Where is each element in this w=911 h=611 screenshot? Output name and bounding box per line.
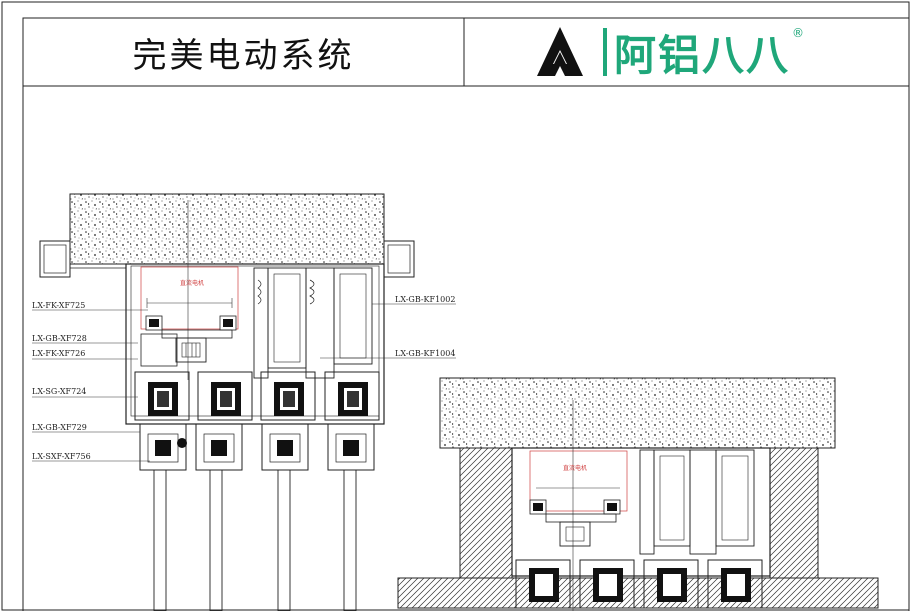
left-concrete-slab bbox=[69, 193, 385, 265]
title-block bbox=[22, 17, 910, 87]
right-motor-box bbox=[529, 450, 628, 512]
title-cell: 完美电动系统 bbox=[23, 18, 464, 86]
brand-name: 阿铝八八 bbox=[614, 30, 791, 80]
page-title: 完美电动系统 bbox=[132, 35, 355, 76]
right-wall-right bbox=[769, 447, 819, 581]
right-section-drawing bbox=[397, 377, 879, 611]
left-roller-row bbox=[134, 371, 380, 421]
brand-logo: 阿铝八八 ® bbox=[614, 22, 804, 83]
callout-lx-sg-xf724: LX-SG-XF724 bbox=[32, 387, 86, 396]
brand-cell: 阿铝八八 ® bbox=[614, 18, 854, 86]
brand-logo-mark bbox=[537, 27, 607, 76]
left-sash-row bbox=[139, 423, 375, 471]
callout-lx-gb-xf728: LX-GB-XF728 bbox=[32, 334, 87, 343]
left-motor-label: 直流电机 bbox=[180, 279, 204, 287]
callout-lx-fk-xf725: LX-FK-XF725 bbox=[32, 301, 85, 310]
left-section-drawing bbox=[32, 193, 456, 611]
right-concrete-slab bbox=[439, 377, 836, 449]
right-wall-left bbox=[459, 447, 513, 581]
left-glass-panels bbox=[153, 469, 357, 611]
callout-lx-sxf-xf756: LX-SXF-XF756 bbox=[32, 452, 91, 461]
callout-lx-gb-kf1004: LX-GB-KF1004 bbox=[395, 349, 455, 358]
callout-lx-gb-xf729: LX-GB-XF729 bbox=[32, 423, 87, 432]
registered-mark: ® bbox=[792, 25, 805, 40]
callout-lx-gb-kf1002: LX-GB-KF1002 bbox=[395, 295, 455, 304]
right-roller-row bbox=[515, 559, 763, 609]
left-motor-box bbox=[140, 266, 239, 330]
left-leader-lines bbox=[32, 303, 456, 462]
callout-lx-fk-xf726: LX-FK-XF726 bbox=[32, 349, 85, 358]
right-motor-label: 直流电机 bbox=[563, 464, 587, 472]
right-floor bbox=[397, 577, 879, 609]
